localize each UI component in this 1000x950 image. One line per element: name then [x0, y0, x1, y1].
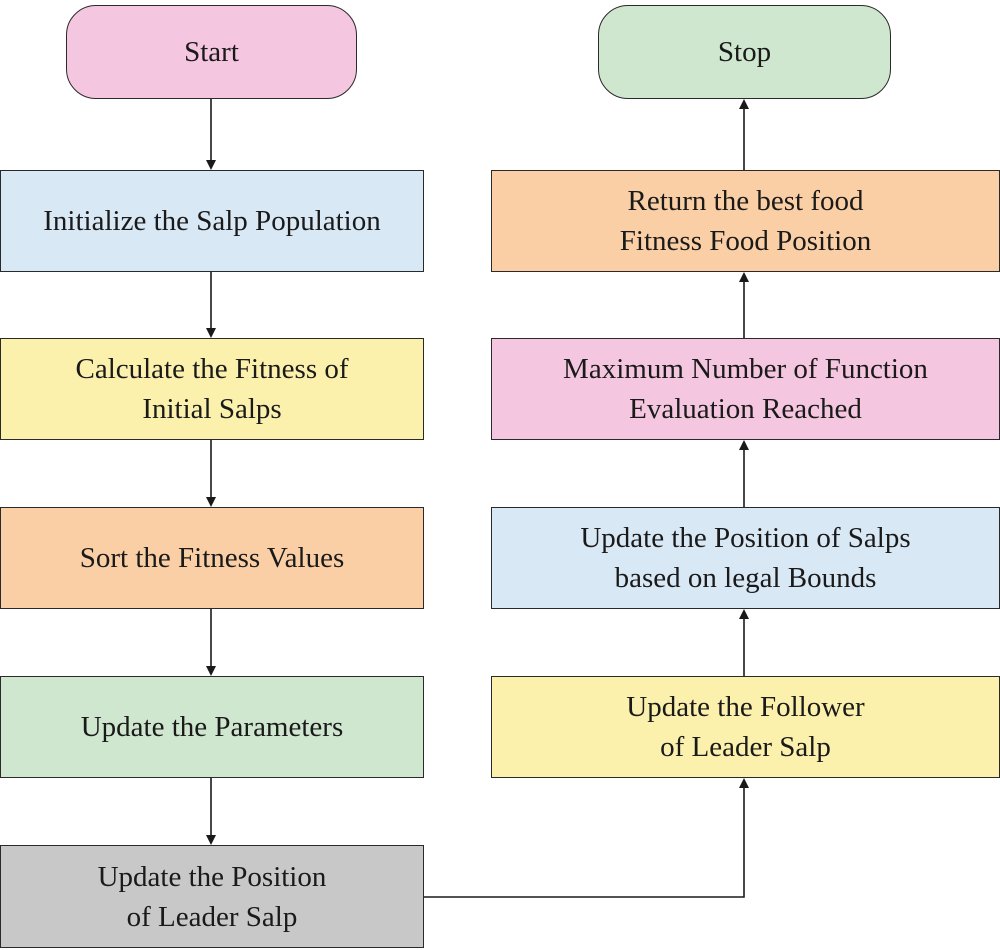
update-bounds-step: Update the Position of Salps based on le…: [491, 507, 1000, 609]
update-leader-position-step: Update the Position of Leader Salp: [0, 845, 424, 948]
update-parameters-step: Update the Parameters: [0, 676, 424, 778]
initialize-population-step: Initialize the Salp Population: [0, 170, 424, 272]
start-node: Start: [66, 5, 357, 99]
arrow-leader-to-follower: [424, 778, 749, 898]
calculate-fitness-step: Calculate the Fitness of Initial Salps: [0, 338, 424, 440]
max-evaluation-check-step: Maximum Number of Function Evaluation Re…: [491, 338, 1000, 440]
stop-node: Stop: [598, 5, 891, 99]
update-follower-step: Update the Follower of Leader Salp: [491, 676, 1000, 778]
return-best-food-step: Return the best food Fitness Food Positi…: [491, 170, 1000, 272]
sort-fitness-step: Sort the Fitness Values: [0, 507, 424, 609]
